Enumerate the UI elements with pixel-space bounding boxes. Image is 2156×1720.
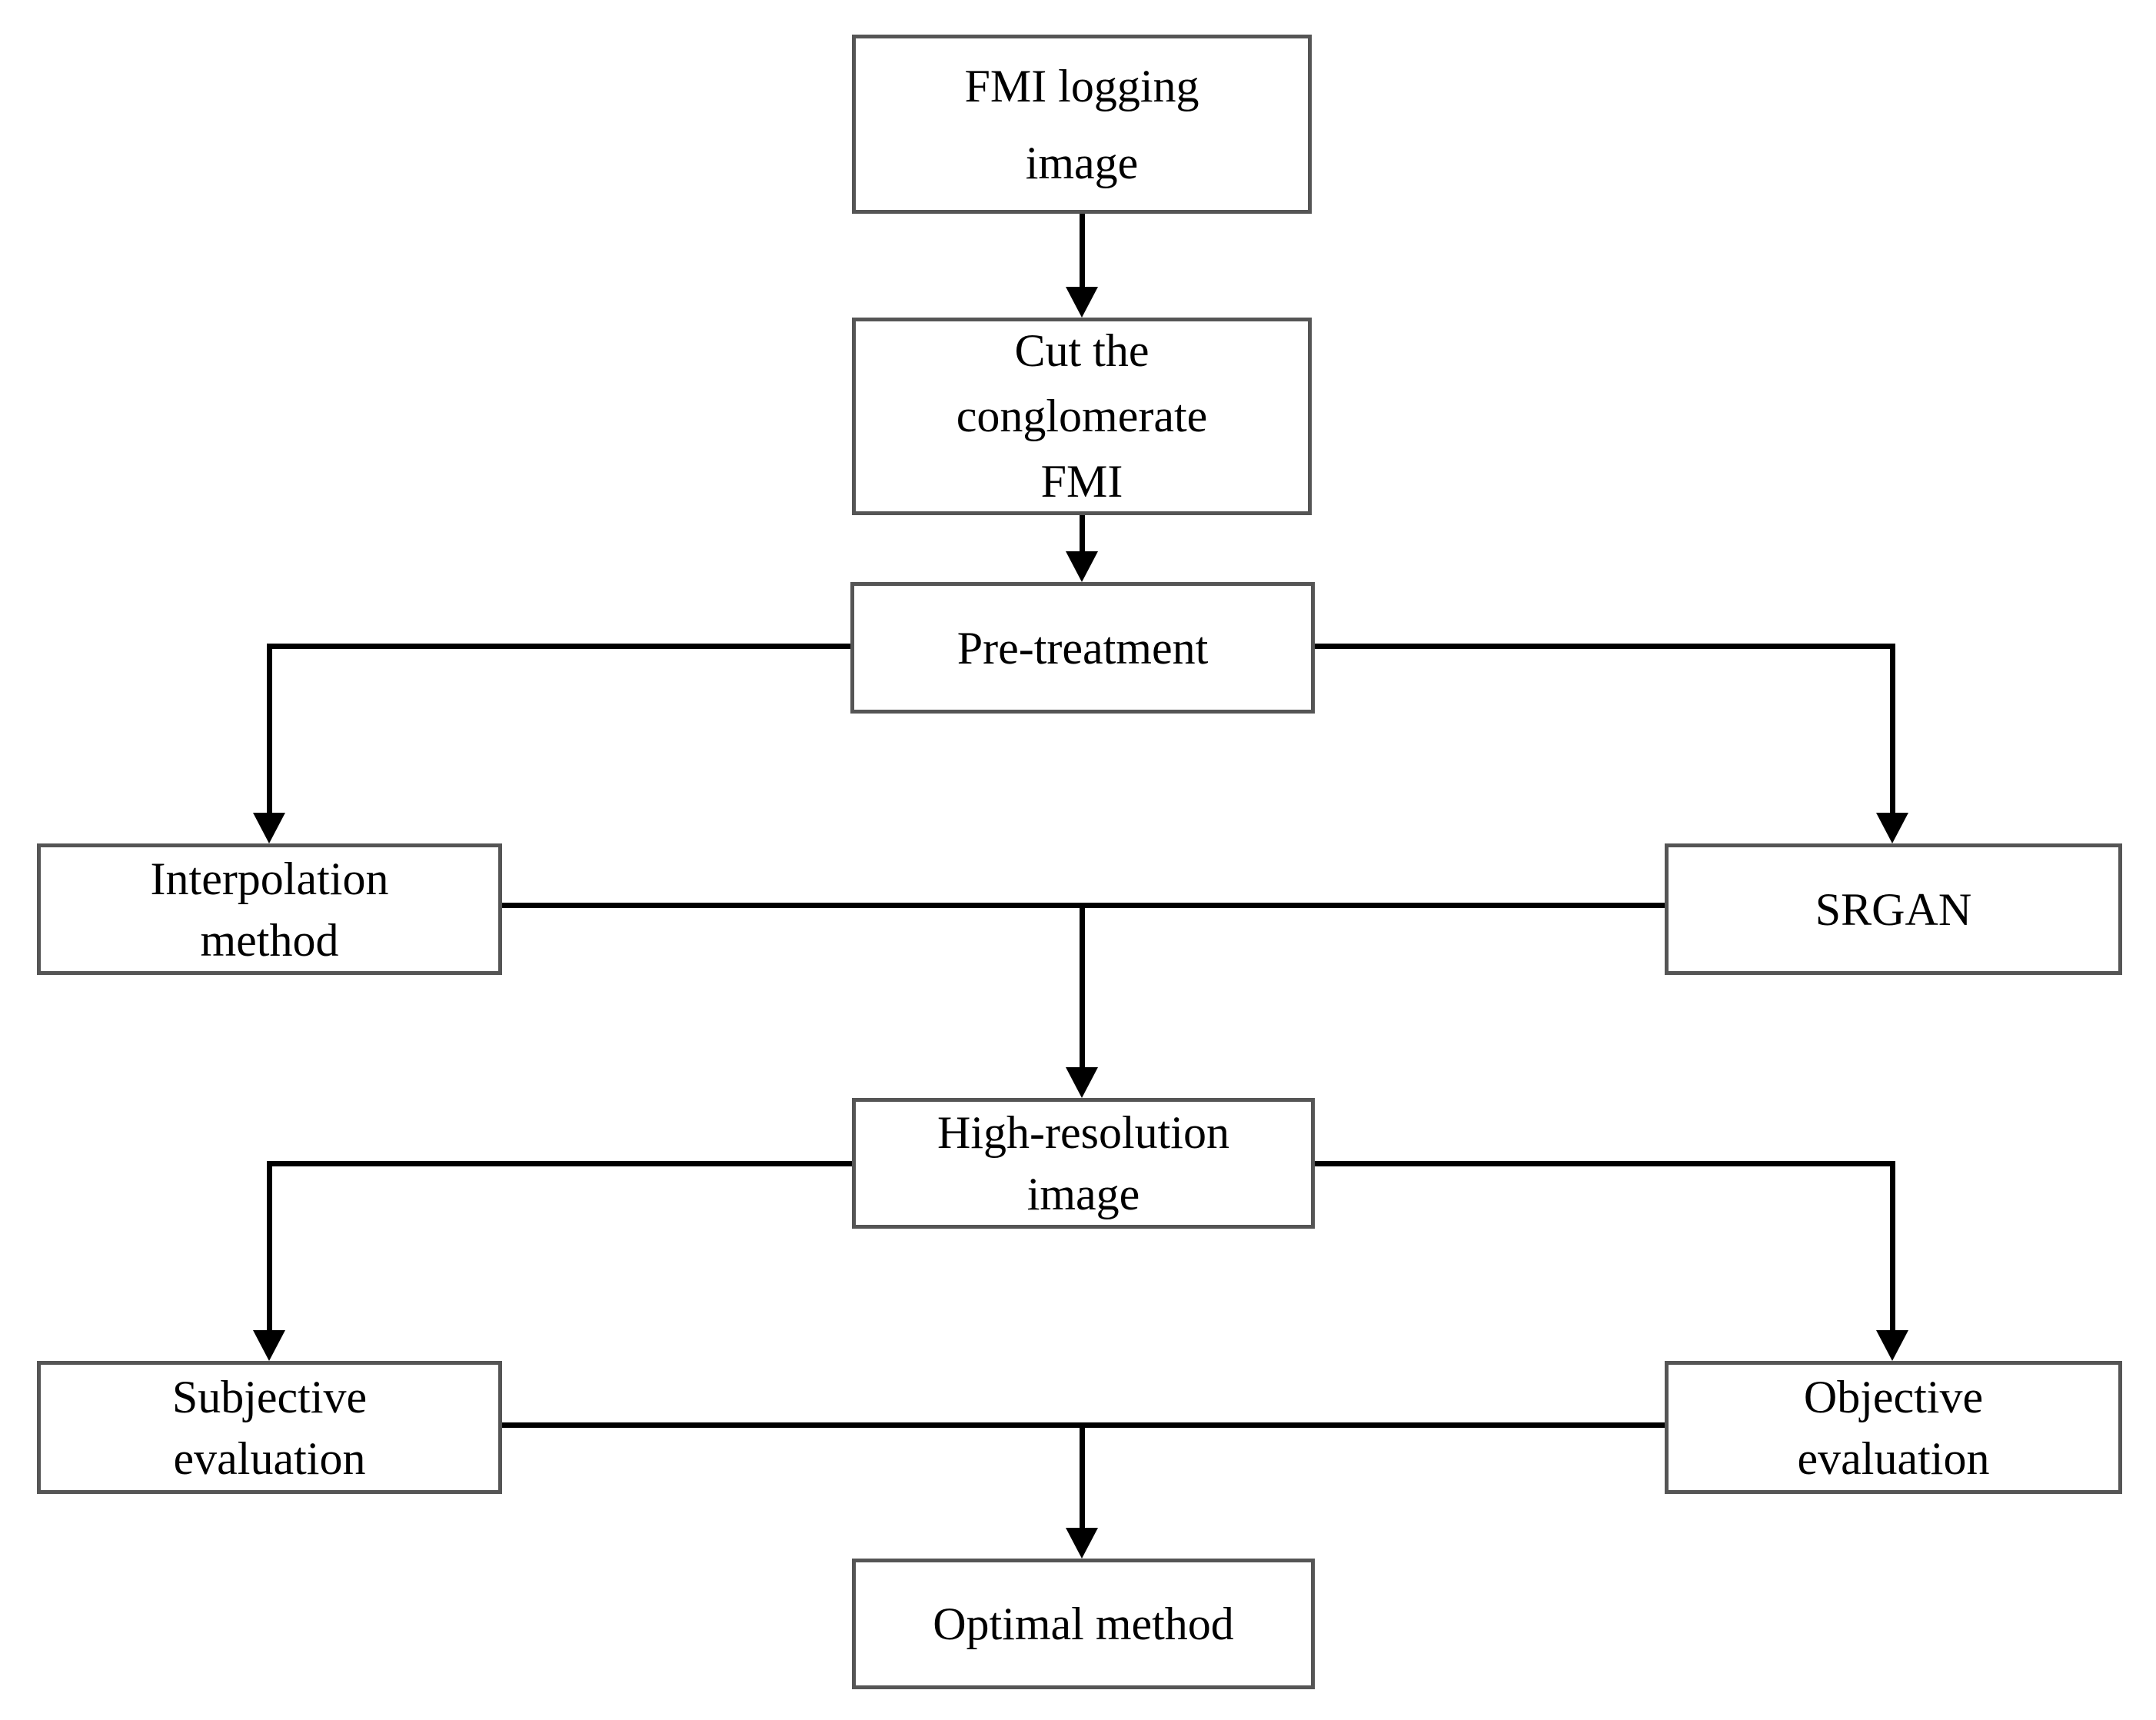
node-label-line: method bbox=[200, 914, 339, 966]
node-subjective-evaluation: Subjective evaluation bbox=[37, 1361, 502, 1494]
node-interpolation-method: Interpolation method bbox=[37, 843, 502, 975]
connector-merge-to-highres-vertical bbox=[1080, 903, 1085, 1069]
node-label-line: Interpolation bbox=[150, 853, 389, 904]
node-label-line: image bbox=[1026, 1169, 1140, 1219]
node-fmi-logging-image: FMI logging image bbox=[852, 35, 1312, 214]
node-label-line: Subjective bbox=[171, 1371, 368, 1422]
node-label-line: evaluation bbox=[1797, 1432, 1990, 1484]
arrowhead-down-into-subjective bbox=[253, 1330, 285, 1361]
connector-pretreatment-to-srgan-vertical bbox=[1890, 644, 1895, 814]
node-label-line: FMI logging bbox=[964, 60, 1199, 111]
node-optimal-method: Optimal method bbox=[852, 1559, 1315, 1689]
node-label-line: High-resolution bbox=[937, 1107, 1229, 1158]
connector-merge-to-optimal-vertical bbox=[1080, 1422, 1085, 1529]
arrowhead-down-into-cut bbox=[1066, 287, 1098, 318]
arrowhead-down-into-srgan bbox=[1876, 813, 1908, 843]
connector-cut-to-pretreatment bbox=[1080, 514, 1085, 554]
arrowhead-down-into-pretreatment bbox=[1066, 551, 1098, 582]
node-label-line: Objective bbox=[1803, 1371, 1984, 1422]
connector-highres-to-subjective-horizontal bbox=[267, 1161, 853, 1166]
connector-highres-to-subjective-vertical bbox=[267, 1161, 272, 1332]
node-label-line: Optimal method bbox=[933, 1599, 1234, 1649]
arrowhead-down-into-interpolation bbox=[253, 813, 285, 843]
arrowhead-down-into-optimal bbox=[1066, 1528, 1098, 1559]
node-label-line: FMI bbox=[1040, 456, 1123, 507]
connector-pretreatment-to-interpolation-vertical bbox=[267, 644, 272, 814]
connector-pretreatment-to-interpolation-horizontal bbox=[267, 644, 853, 649]
connector-fmi-to-cut bbox=[1080, 212, 1085, 289]
node-label-line: image bbox=[1025, 137, 1139, 188]
node-srgan: SRGAN bbox=[1665, 843, 2122, 975]
node-label-line: Pre-treatment bbox=[957, 622, 1209, 674]
connector-highres-to-objective-horizontal bbox=[1313, 1161, 1895, 1166]
node-label-line: conglomerate bbox=[956, 391, 1208, 441]
node-cut-the-conglomerate-fmi: Cut the conglomerate FMI bbox=[852, 318, 1312, 515]
arrowhead-down-into-highres bbox=[1066, 1067, 1098, 1098]
node-label-line: Cut the bbox=[1014, 325, 1150, 376]
node-high-resolution-image: High-resolution image bbox=[852, 1098, 1315, 1229]
node-objective-evaluation: Objective evaluation bbox=[1665, 1361, 2122, 1494]
arrowhead-down-into-objective bbox=[1876, 1330, 1908, 1361]
node-label-line: evaluation bbox=[173, 1432, 366, 1484]
node-label-line: SRGAN bbox=[1815, 883, 1972, 935]
connector-pretreatment-to-srgan-horizontal bbox=[1313, 644, 1895, 649]
node-pre-treatment: Pre-treatment bbox=[850, 582, 1315, 714]
connector-highres-to-objective-vertical bbox=[1890, 1161, 1895, 1332]
